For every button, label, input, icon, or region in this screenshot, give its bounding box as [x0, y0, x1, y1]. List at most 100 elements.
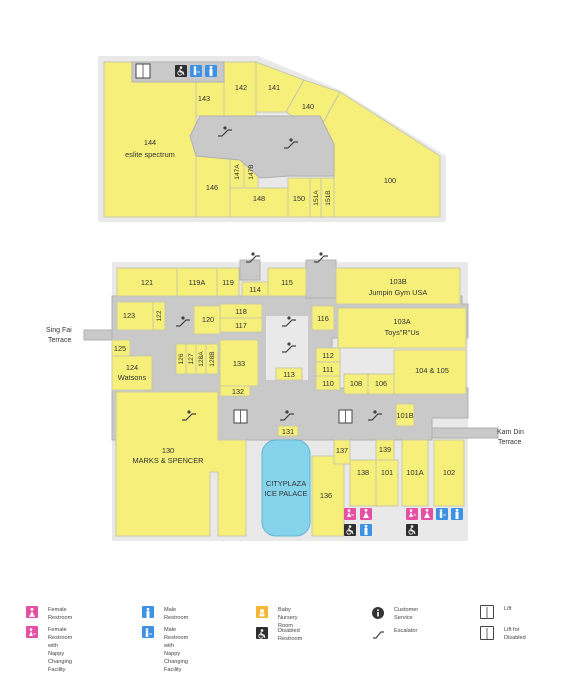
shop-128B[interactable] — [205, 343, 219, 375]
upper-floor — [98, 56, 446, 222]
label-jumpin-gym: Jumpin Gym USA — [369, 288, 428, 297]
male-restroom-icon[interactable] — [360, 524, 372, 536]
shop-151B[interactable] — [320, 177, 335, 218]
label-123: 123 — [123, 311, 135, 320]
shop-130[interactable] — [112, 391, 247, 537]
shop-103A[interactable] — [337, 307, 467, 349]
lift-icon[interactable] — [338, 409, 353, 424]
shop-101[interactable] — [375, 459, 399, 507]
shop-131[interactable] — [277, 425, 299, 437]
shop-102[interactable] — [433, 439, 465, 507]
male-nappy-icon — [142, 626, 154, 638]
escalator-icon[interactable] — [176, 316, 190, 327]
female-restroom-icon — [26, 606, 38, 618]
shop-133[interactable] — [219, 339, 259, 387]
legend-item-baby-nursery: Baby Nursery Room — [256, 606, 298, 630]
shop-119A[interactable] — [176, 267, 218, 297]
shop-132[interactable] — [219, 385, 251, 397]
disabled-restroom-icon[interactable] — [344, 524, 356, 536]
legend-label: Escalator — [394, 628, 418, 634]
label-151B: 151B — [325, 190, 332, 206]
label-128B: 128B — [209, 351, 216, 367]
escalator-icon[interactable] — [284, 138, 298, 149]
label-140: 140 — [302, 102, 314, 111]
legend-label: Male Restroom with Nappy Changing Facili… — [164, 627, 189, 673]
label-125: 125 — [114, 344, 126, 353]
female-restroom-icon[interactable] — [360, 508, 372, 520]
escalator-icon[interactable] — [280, 410, 294, 421]
label-eslite: eslite spectrum — [125, 150, 175, 159]
shop-115[interactable] — [267, 267, 307, 297]
shop-104-105[interactable] — [393, 349, 467, 395]
shop-138[interactable] — [349, 459, 377, 507]
label-148: 148 — [253, 194, 265, 203]
disabled-restroom-icon[interactable] — [406, 524, 418, 536]
disabled-restroom-icon[interactable] — [175, 65, 187, 77]
shop-100[interactable] — [317, 91, 441, 218]
escalator-icon[interactable] — [314, 252, 328, 263]
escalator-icon[interactable] — [246, 252, 260, 263]
shop-122[interactable] — [152, 301, 166, 331]
disabled-lift-icon[interactable] — [135, 63, 151, 79]
shop-137[interactable] — [333, 439, 351, 465]
label-146: 146 — [206, 183, 218, 192]
shop-148[interactable] — [229, 187, 289, 218]
label-114: 114 — [249, 285, 261, 294]
shop-101A[interactable] — [401, 439, 429, 507]
label-151A: 151A — [313, 190, 320, 206]
label-150: 150 — [293, 194, 305, 203]
escalator-icon — [372, 627, 384, 639]
disabled-lift-icon — [480, 626, 494, 640]
legend-item-male-nappy: Male Restroom with Nappy Changing Facili… — [142, 626, 188, 674]
label-104-105: 104 & 105 — [415, 366, 449, 375]
legend-label: Male Restroom — [164, 607, 189, 621]
shop-101B[interactable] — [395, 403, 415, 427]
lift-icon[interactable] — [233, 409, 248, 424]
shop-113[interactable] — [275, 367, 303, 381]
shop-116[interactable] — [311, 305, 335, 331]
female-nappy-icon[interactable] — [406, 508, 418, 520]
shop-117[interactable] — [219, 317, 263, 333]
legend-item-escalator: Escalator — [372, 627, 417, 639]
legend-item-female-nappy: Female Restroom with Nappy Changing Faci… — [26, 626, 72, 674]
label-132: 132 — [232, 387, 244, 396]
escalator-icon[interactable] — [218, 126, 232, 137]
male-restroom-icon[interactable] — [451, 508, 463, 520]
legend-label: Disabled Restroom — [278, 628, 303, 642]
female-restroom-icon[interactable] — [421, 508, 433, 520]
legend-item-disabled-lift: Lift for Disabled — [480, 626, 526, 642]
shop-124[interactable] — [111, 355, 153, 391]
sing-fai-walkway — [83, 329, 115, 341]
shop-103B[interactable] — [335, 267, 461, 305]
label-watsons: Watsons — [118, 373, 147, 382]
label-139: 139 — [379, 445, 391, 454]
label-128A: 128A — [198, 351, 205, 367]
label-sing-fai-terrace: Terrace — [48, 337, 71, 344]
upper-labels: 142 141 143 140 144 eslite spectrum 146 … — [125, 83, 396, 206]
shop-120[interactable] — [193, 305, 221, 335]
female-nappy-icon[interactable] — [344, 508, 356, 520]
shop-110[interactable] — [315, 375, 341, 391]
label-108: 108 — [350, 379, 362, 388]
escalator-icon[interactable] — [368, 410, 382, 421]
escalator-icon[interactable] — [282, 342, 296, 353]
label-119: 119 — [222, 278, 234, 287]
label-136: 136 — [320, 491, 332, 500]
ice-rink[interactable] — [261, 439, 311, 537]
male-nappy-icon[interactable] — [436, 508, 448, 520]
legend-label: Customer Service — [394, 607, 419, 621]
label-113: 113 — [283, 370, 295, 379]
label-119A: 119A — [189, 278, 206, 287]
label-141: 141 — [268, 83, 280, 92]
male-restroom-icon[interactable] — [205, 65, 217, 77]
label-101A: 101A — [406, 468, 423, 477]
male-nappy-icon[interactable] — [190, 65, 202, 77]
escalator-icon[interactable] — [282, 316, 296, 327]
escalator-icon[interactable] — [182, 410, 196, 421]
label-116: 116 — [317, 314, 329, 323]
shop-136[interactable] — [311, 455, 345, 537]
shop-119[interactable] — [216, 267, 240, 297]
label-102: 102 — [443, 468, 455, 477]
label-sing-fai: Sing Fai — [46, 327, 72, 334]
label-130: 130 — [162, 446, 174, 455]
